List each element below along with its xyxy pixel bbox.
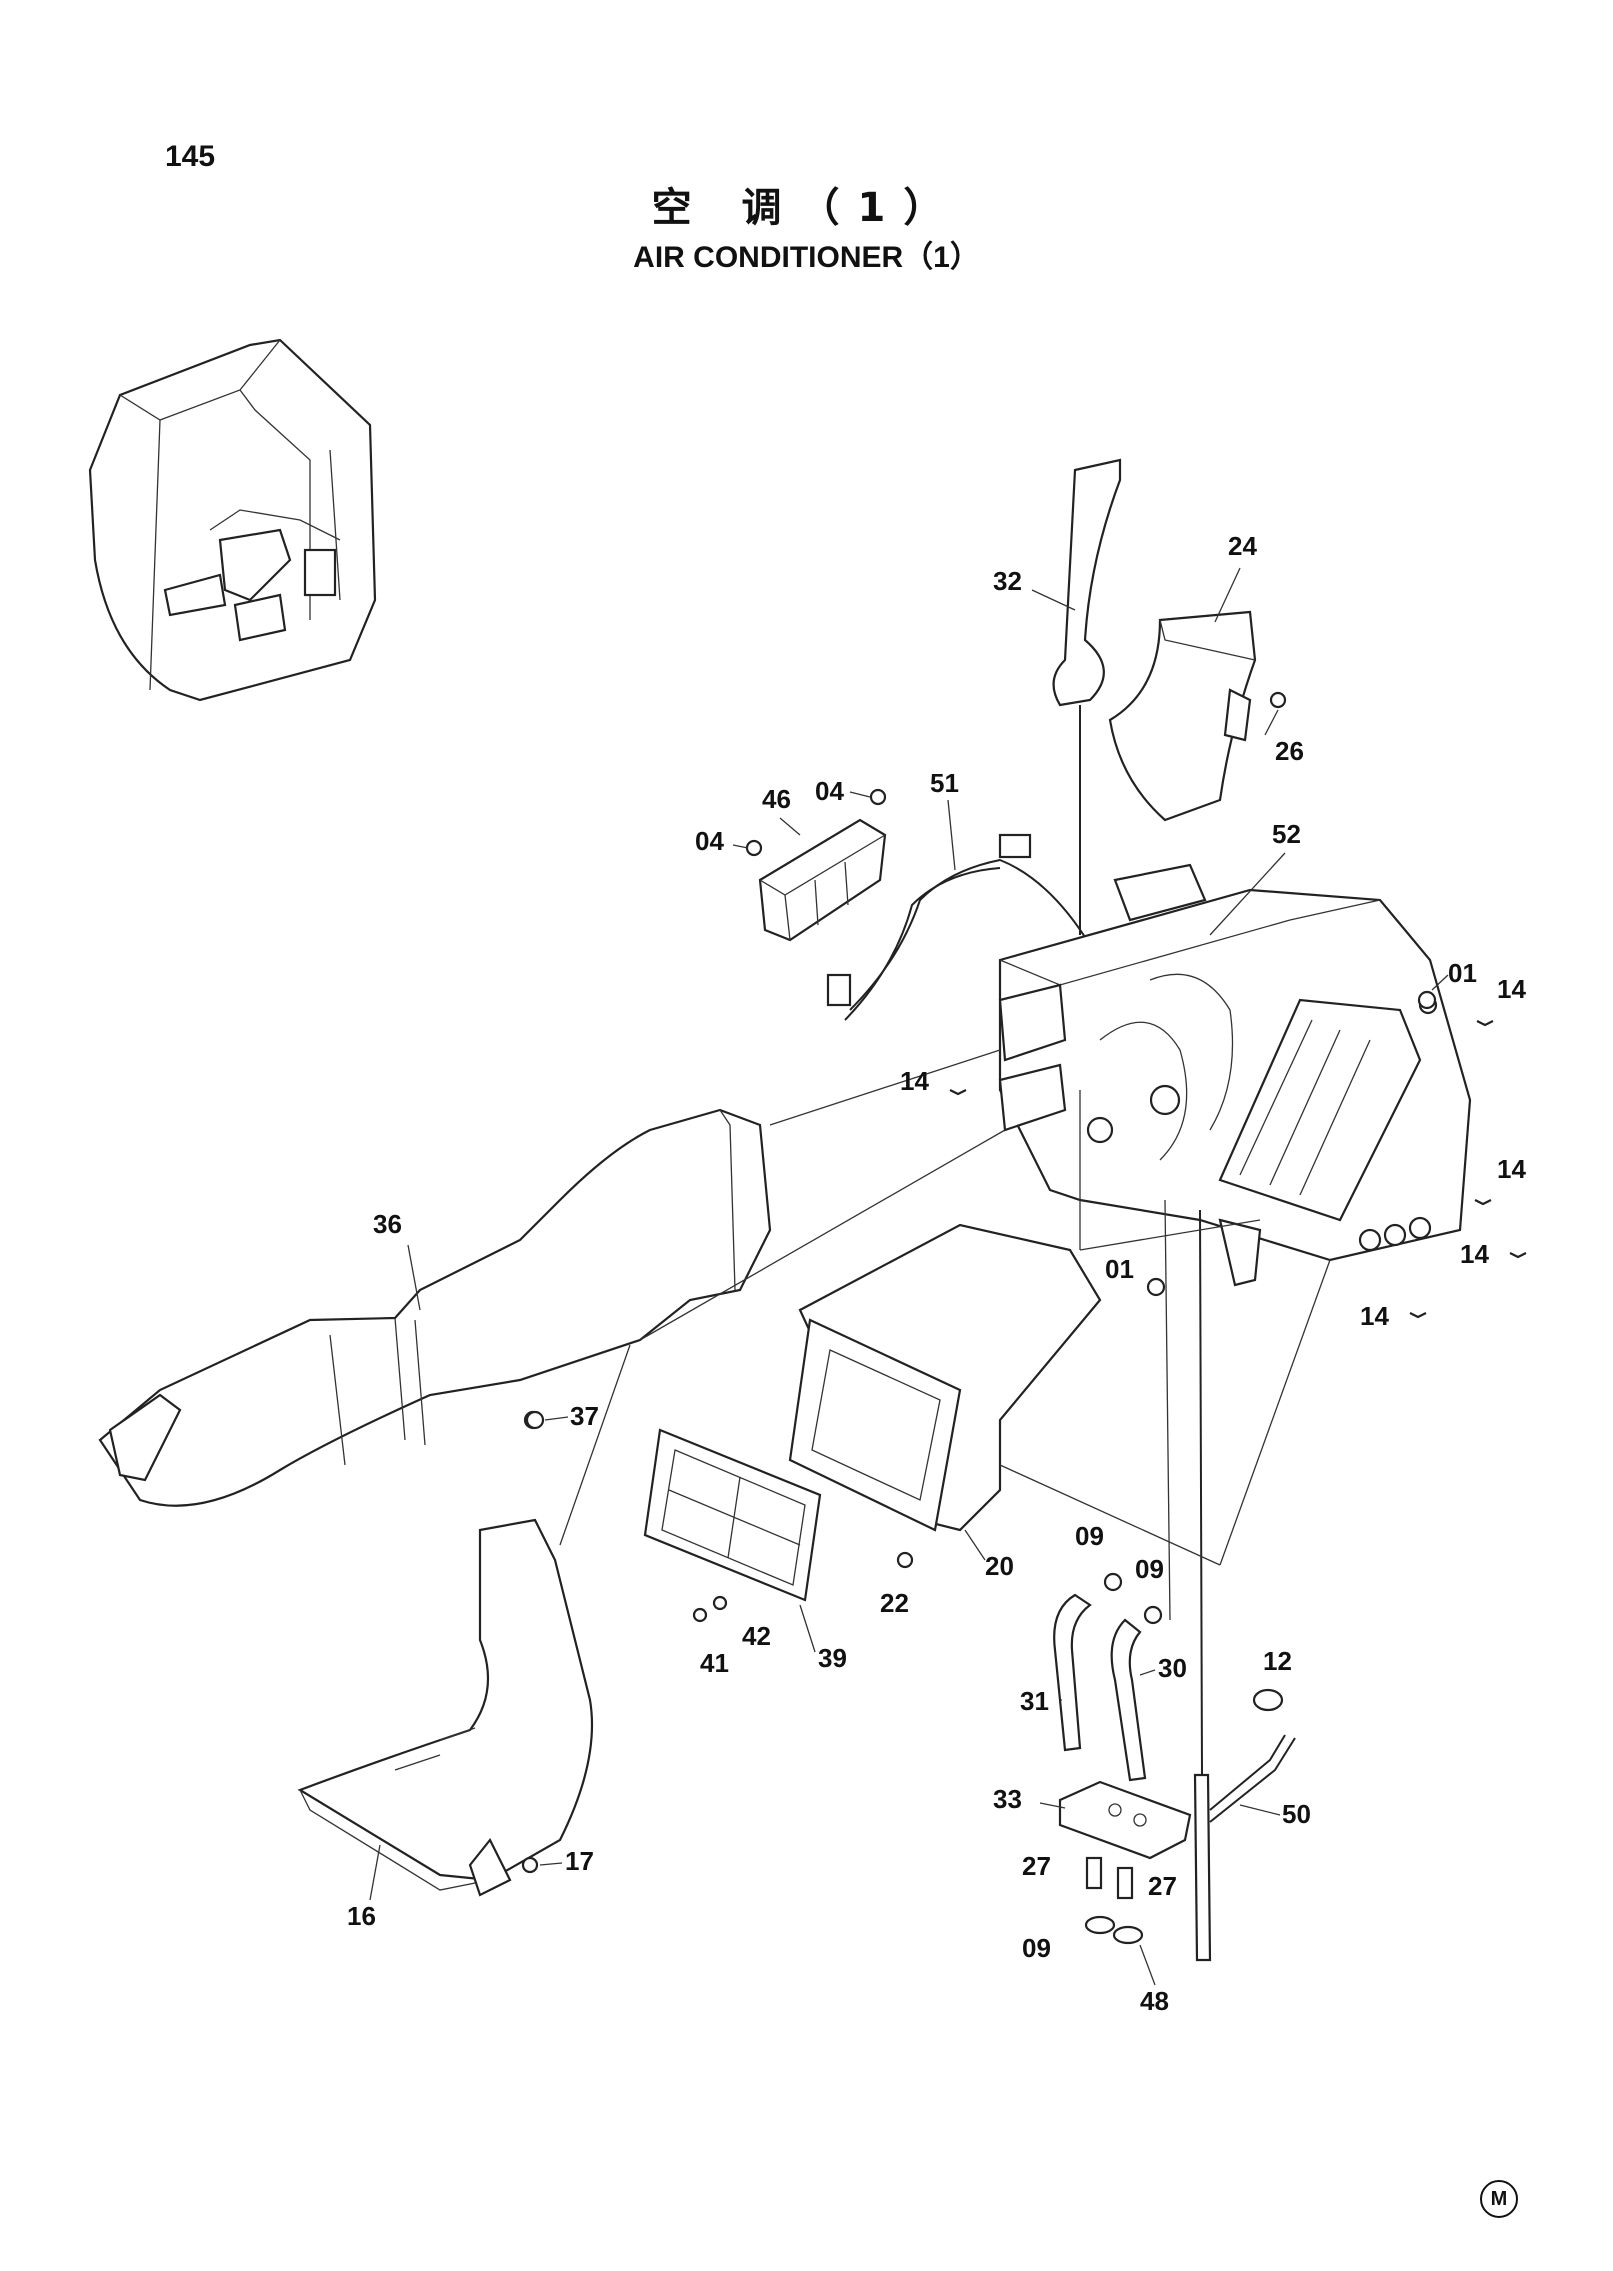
- callout-01: 01: [1448, 958, 1477, 988]
- callout-01: 01: [1105, 1254, 1134, 1284]
- callout-36: 36: [373, 1209, 402, 1239]
- part-36-duct: [98, 1108, 772, 1507]
- callout-48: 48: [1140, 1986, 1169, 2016]
- callout-14: 14: [900, 1066, 929, 1096]
- hoses-and-plate: [1053, 1593, 1192, 1945]
- callout-22: 22: [880, 1588, 909, 1618]
- callout-04: 04: [815, 776, 844, 806]
- callout-leaders: [369, 567, 1449, 1986]
- callout-42: 42: [742, 1621, 771, 1651]
- callout-09: 09: [1075, 1521, 1104, 1551]
- callout-27: 27: [1148, 1871, 1177, 1901]
- part-32-duct: [1052, 458, 1122, 935]
- alignment-lines: [559, 1049, 1331, 1621]
- callout-14: 14: [1460, 1239, 1489, 1269]
- part-16-duct: [297, 1518, 594, 1897]
- callout-12: 12: [1263, 1646, 1292, 1676]
- callout-41: 41: [700, 1648, 729, 1678]
- callout-24: 24: [1228, 531, 1257, 561]
- callout-46: 46: [762, 784, 791, 814]
- callouts: 01 01 04 04 09 09 09 12 14 14 14 14 14 1…: [347, 531, 1526, 2016]
- title-english: AIR CONDITIONER（1）: [633, 241, 980, 274]
- part-52-ac-unit: [998, 863, 1472, 1287]
- part-20-housing: [788, 1223, 1102, 1532]
- callout-09: 09: [1135, 1554, 1164, 1584]
- callout-32: 32: [993, 566, 1022, 596]
- callout-39: 39: [818, 1643, 847, 1673]
- tubes-and-cap: [1193, 1209, 1296, 1962]
- part-51-harness: [826, 833, 1091, 1021]
- callout-31: 31: [1020, 1686, 1049, 1716]
- callout-26: 26: [1275, 736, 1304, 766]
- callout-09: 09: [1022, 1933, 1051, 1963]
- callout-27: 27: [1022, 1851, 1051, 1881]
- callout-30: 30: [1158, 1653, 1187, 1683]
- callout-52: 52: [1272, 819, 1301, 849]
- fasteners: [521, 990, 1527, 1874]
- part-46-controller: [745, 788, 887, 942]
- page-number: 145: [165, 140, 216, 173]
- callout-33: 33: [993, 1784, 1022, 1814]
- callout-14: 14: [1497, 1154, 1526, 1184]
- part-24-duct: [1108, 610, 1287, 822]
- callout-50: 50: [1282, 1799, 1311, 1829]
- manufacturer-mark: M: [1480, 2180, 1518, 2218]
- callout-14: 14: [1360, 1301, 1389, 1331]
- callout-14: 14: [1497, 974, 1526, 1004]
- callout-20: 20: [985, 1551, 1014, 1581]
- title-chinese: 空 调（1）: [651, 185, 962, 231]
- cab-inset-drawing: [88, 338, 377, 702]
- callout-16: 16: [347, 1901, 376, 1931]
- callout-51: 51: [930, 768, 959, 798]
- callout-37: 37: [570, 1401, 599, 1431]
- part-39-filter: [643, 1428, 822, 1602]
- callout-04: 04: [695, 826, 724, 856]
- callout-17: 17: [565, 1846, 594, 1876]
